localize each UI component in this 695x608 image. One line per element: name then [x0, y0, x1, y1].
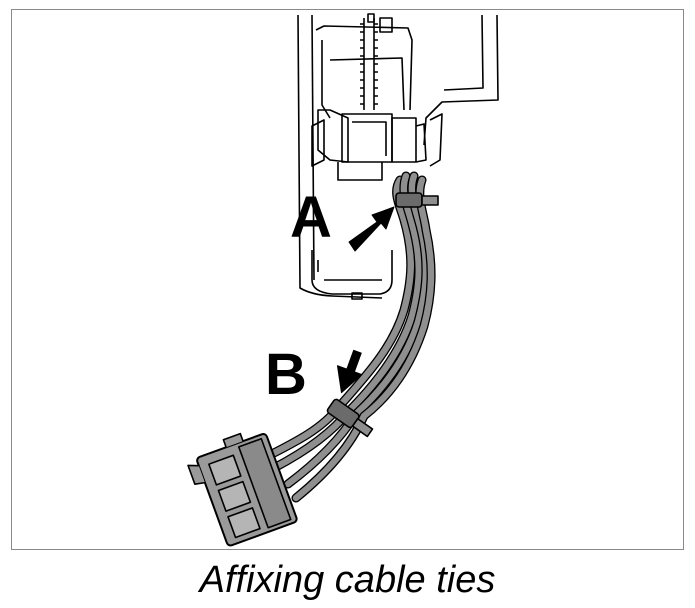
cable-tie-illustration: A B	[187, 13, 499, 547]
cable-tie-b	[326, 398, 374, 438]
cable-bundle	[259, 171, 436, 503]
arrow-b-icon	[336, 349, 363, 394]
connector-plug	[187, 432, 298, 547]
callout-label-b: B	[265, 342, 307, 407]
cable-tie-a	[395, 192, 439, 208]
figure-frame: A B	[11, 9, 684, 550]
callout-label-a: A	[290, 185, 332, 250]
motor-housing	[297, 13, 499, 300]
arrow-a-icon	[348, 206, 395, 252]
figure-caption: Affixing cable ties	[199, 559, 496, 601]
